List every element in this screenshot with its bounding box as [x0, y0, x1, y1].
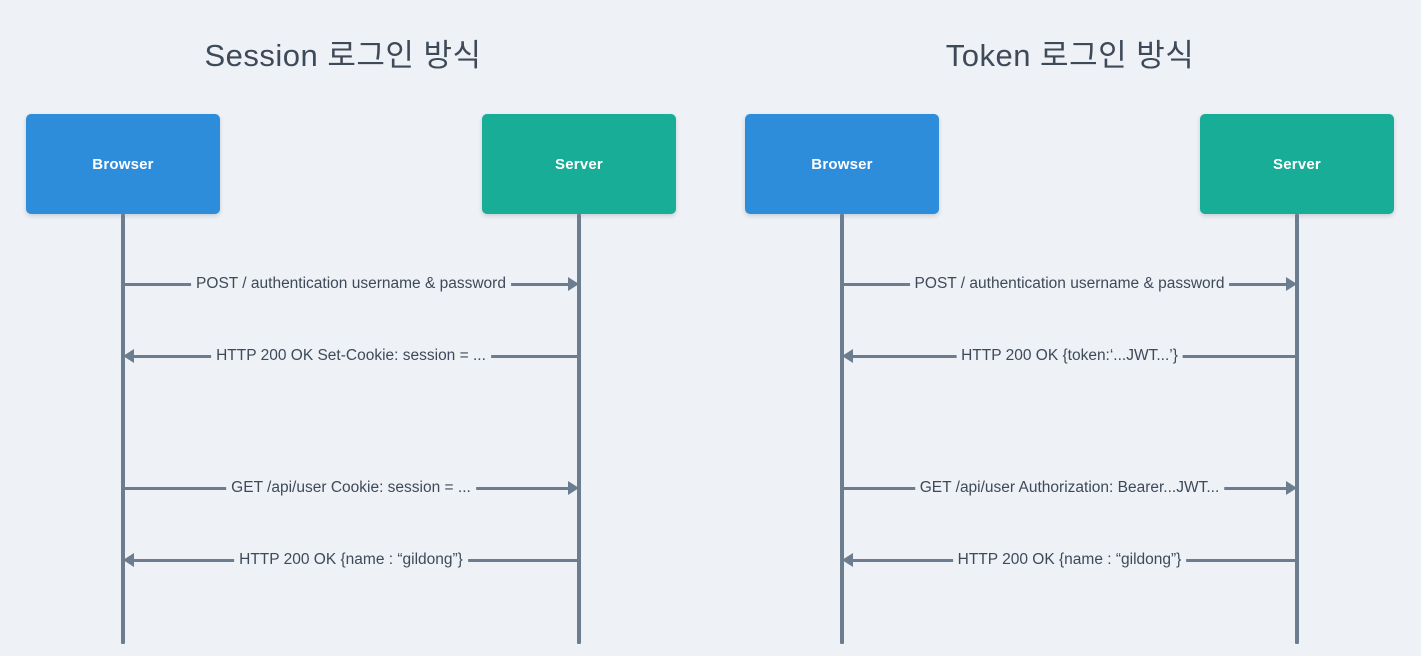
arrow-right-icon	[1286, 277, 1297, 291]
session-message-3: GET /api/user Cookie: session = ...	[123, 473, 579, 503]
token-message-1-label: POST / authentication username & passwor…	[909, 269, 1230, 299]
session-lifeline-server	[577, 214, 581, 644]
token-message-2-label: HTTP 200 OK {token:‘...JWT...’}	[956, 341, 1183, 371]
arrow-left-icon	[123, 349, 134, 363]
token-diagram-title: Token 로그인 방식	[945, 38, 1195, 73]
session-actor-server-label: Server	[555, 155, 603, 173]
session-message-1-label: POST / authentication username & passwor…	[191, 269, 511, 299]
session-message-2-label: HTTP 200 OK Set-Cookie: session = ...	[211, 341, 491, 371]
token-message-4-label: HTTP 200 OK {name : “gildong”}	[952, 545, 1187, 575]
token-lifeline-browser	[840, 214, 844, 644]
token-actor-browser: Browser	[745, 114, 939, 214]
arrow-right-icon	[568, 481, 579, 495]
token-actor-server-label: Server	[1273, 155, 1321, 173]
arrow-left-icon	[123, 553, 134, 567]
token-lifeline-server	[1295, 214, 1299, 644]
session-message-1: POST / authentication username & passwor…	[123, 269, 579, 299]
session-message-4-label: HTTP 200 OK {name : “gildong”}	[234, 545, 468, 575]
token-message-2: HTTP 200 OK {token:‘...JWT...’}	[842, 341, 1297, 371]
token-actor-browser-label: Browser	[811, 155, 873, 173]
arrow-left-icon	[842, 553, 853, 567]
session-message-3-label: GET /api/user Cookie: session = ...	[226, 473, 476, 503]
arrow-right-icon	[568, 277, 579, 291]
session-message-4: HTTP 200 OK {name : “gildong”}	[123, 545, 579, 575]
arrow-right-icon	[1286, 481, 1297, 495]
session-lifeline-browser	[121, 214, 125, 644]
token-message-4: HTTP 200 OK {name : “gildong”}	[842, 545, 1297, 575]
arrow-left-icon	[842, 349, 853, 363]
session-actor-browser-label: Browser	[92, 155, 154, 173]
session-actor-browser: Browser	[26, 114, 220, 214]
token-message-1: POST / authentication username & passwor…	[842, 269, 1297, 299]
token-actor-server: Server	[1200, 114, 1394, 214]
session-message-2: HTTP 200 OK Set-Cookie: session = ...	[123, 341, 579, 371]
token-message-3-label: GET /api/user Authorization: Bearer...JW…	[914, 473, 1225, 503]
session-actor-server: Server	[482, 114, 676, 214]
session-diagram-title: Session 로그인 방식	[204, 38, 482, 73]
token-message-3: GET /api/user Authorization: Bearer...JW…	[842, 473, 1297, 503]
